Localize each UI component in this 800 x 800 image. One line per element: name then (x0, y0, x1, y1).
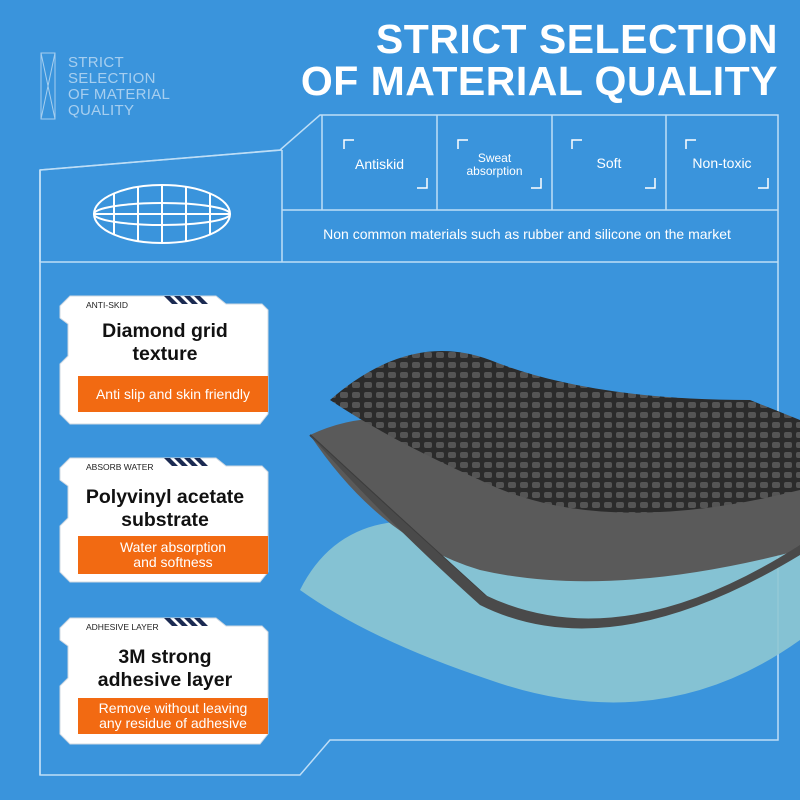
feature-non-toxic: Non-toxic (666, 116, 778, 208)
heading-line: Diamond grid (102, 320, 228, 342)
feature-soft: Soft (552, 116, 666, 208)
heading-line: 3M strong (118, 646, 212, 668)
card-tag: ADHESIVE LAYER (86, 622, 159, 632)
feature-label: Antiskid (354, 156, 405, 172)
heading-line: adhesive layer (97, 669, 233, 691)
logo-line: STRICT (68, 54, 124, 71)
heading-line: Polyvinyl acetate (85, 486, 245, 508)
card-heading: 3M strong adhesive layer (64, 646, 266, 692)
title-line-2: OF MATERIAL QUALITY (300, 58, 778, 104)
logo-line: SELECTION (68, 70, 156, 87)
brand-logo: STRICT SELECTION OF MATERIAL QUALITY (68, 55, 170, 119)
badge-line: any residue of adhesive (99, 715, 247, 731)
subtitle: Non common materials such as rubber and … (323, 226, 731, 242)
feature-sweat-absorption: Sweat absorption (437, 116, 552, 208)
feature-antiskid: Antiskid (322, 116, 437, 208)
badge-line: Anti slip and skin friendly (95, 385, 251, 402)
heading-line: texture (132, 343, 198, 365)
card-adhesive-layer: ADHESIVE LAYER 3M strong adhesive layer … (56, 616, 274, 746)
badge-line: Remove without leaving (98, 700, 248, 716)
card-tag: ABSORB WATER (86, 462, 154, 472)
feature-label: Non-toxic (692, 155, 752, 171)
feature-label-line1: Sweat (477, 151, 512, 165)
card-badge: Anti slip and skin friendly (78, 376, 268, 412)
feature-label: Soft (596, 155, 622, 171)
card-absorb-water: ABSORB WATER Polyvinyl acetate substrate… (56, 456, 274, 584)
page-title: STRICT SELECTION OF MATERIAL QUALITY (298, 18, 778, 102)
feature-label-line2: absorption (466, 164, 523, 178)
badge-line: Water absorption (119, 539, 227, 555)
card-anti-skid: ANTI-SKID Diamond grid texture Anti slip… (56, 294, 274, 426)
logo-line: OF MATERIAL (68, 86, 171, 103)
card-heading: Polyvinyl acetate substrate (64, 486, 266, 532)
logo-line: QUALITY (68, 102, 135, 119)
globe-grid-icon (93, 184, 231, 244)
badge-line: and softness (133, 554, 213, 570)
card-badge: Water absorption and softness (78, 536, 268, 574)
card-heading: Diamond grid texture (64, 320, 266, 366)
material-layers-illustration (300, 351, 800, 703)
title-line-1: STRICT SELECTION (375, 16, 778, 62)
card-badge: Remove without leaving any residue of ad… (78, 698, 268, 734)
heading-line: substrate (121, 509, 209, 531)
card-tag: ANTI-SKID (86, 300, 129, 310)
